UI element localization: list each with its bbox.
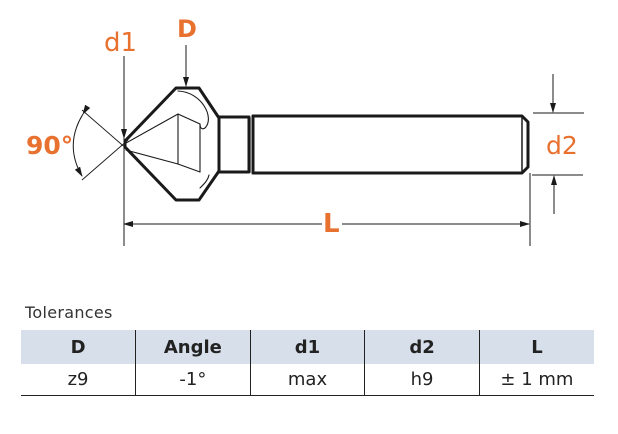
table-header-row: D Angle d1 d2 L <box>21 330 594 364</box>
label-D: D <box>177 15 197 43</box>
cell-D-tolerance: z9 <box>21 364 136 396</box>
column-header-d1: d1 <box>249 330 365 364</box>
label-d1: d1 <box>104 28 138 58</box>
column-header-L: L <box>478 330 594 364</box>
label-L: L <box>323 209 340 239</box>
label-d2: d2 <box>546 131 578 160</box>
cell-L-tolerance: ± 1 mm <box>478 364 594 396</box>
column-header-angle: Angle <box>135 330 251 364</box>
drill-diagram: d1 D 90° d2 L <box>26 15 584 246</box>
cell-angle-tolerance: -1° <box>135 364 251 396</box>
tolerances-table: D Angle d1 d2 L z9 -1° max h9 ± 1 mm <box>21 330 594 396</box>
cell-d1-tolerance: max <box>249 364 365 396</box>
tolerances-title: Tolerances <box>25 303 113 322</box>
table-row: z9 -1° max h9 ± 1 mm <box>21 364 594 396</box>
drill-outline-drawing <box>72 45 584 246</box>
column-header-D: D <box>21 330 136 364</box>
cell-d2-tolerance: h9 <box>364 364 480 396</box>
label-angle-90: 90° <box>26 131 74 160</box>
column-header-d2: d2 <box>364 330 480 364</box>
